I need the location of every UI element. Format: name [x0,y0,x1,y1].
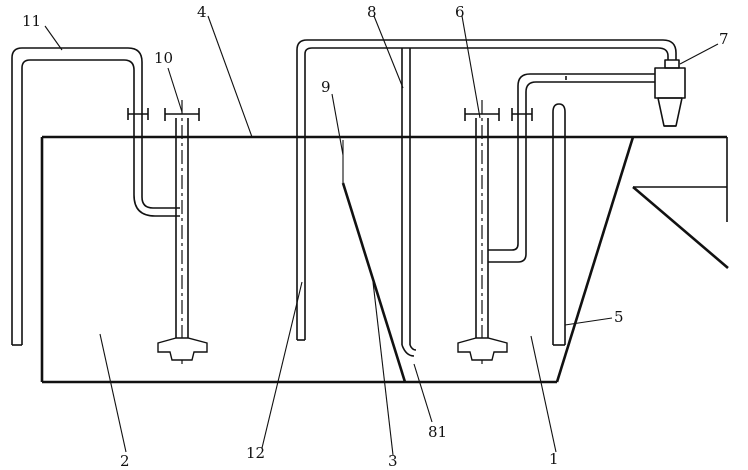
label-10: 10 [154,49,173,67]
label-81: 81 [428,423,447,441]
cyclone [654,59,686,127]
label-5: 5 [614,308,624,326]
label-4: 4 [197,3,207,21]
pipe-11 [11,47,180,346]
label-6: 6 [455,3,465,21]
left-agitator [157,100,208,366]
right-agitator [457,100,508,366]
feed-pipe-to-cyclone [488,73,655,263]
label-1: 1 [549,450,559,468]
flange-pipe-11 [127,108,149,120]
label-8: 8 [367,3,377,21]
pipe-12 [296,39,677,341]
inclined-partition [341,182,407,383]
pipe-5 [552,103,566,346]
label-3: 3 [388,452,398,470]
label-7: 7 [719,30,729,48]
tank-body [40,135,635,384]
label-9: 9 [321,78,331,96]
label-2: 2 [120,452,130,470]
label-11: 11 [22,12,41,30]
pipe-8 [401,48,417,357]
overflow-trough [632,135,729,269]
label-12: 12 [246,444,265,462]
leader-lines [44,15,719,456]
